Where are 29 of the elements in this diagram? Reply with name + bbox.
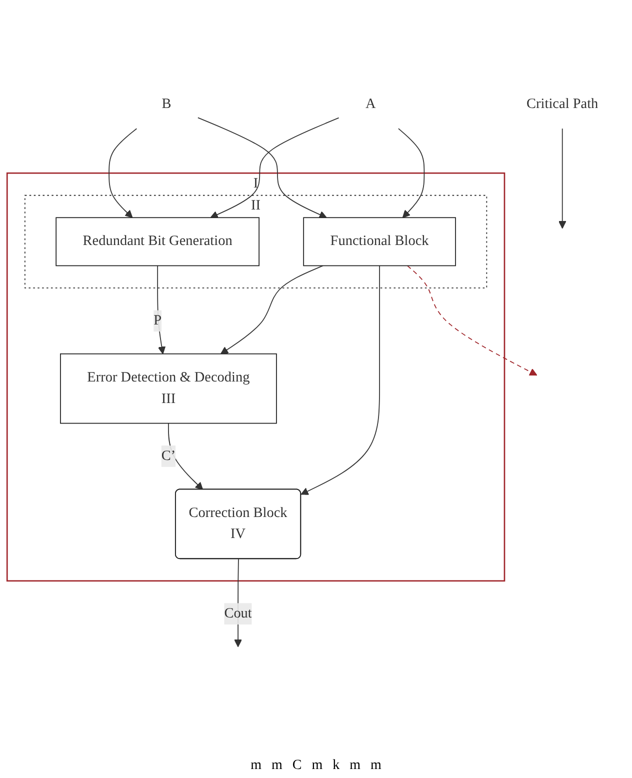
node-text: B — [162, 96, 172, 112]
cluster — [24, 194, 488, 288]
bus-width-label: m — [250, 758, 262, 774]
block-diagram: I II P C’ Cout B A Critical Path Redundant Bit Generation Functional Block Error Detection & Decoding III Correction Block IV — [0, 0, 632, 754]
node-box — [303, 217, 456, 266]
bus-width-label: m — [350, 758, 360, 774]
node-text: A — [365, 96, 376, 112]
edge-label: P — [154, 312, 162, 328]
arrow — [198, 117, 327, 218]
edge-label: C’ — [161, 448, 176, 464]
bus-width-label: m — [271, 758, 282, 774]
node-text: Critical Path — [526, 96, 598, 112]
arrow — [108, 128, 138, 218]
arrow — [157, 265, 166, 354]
cluster — [6, 172, 506, 582]
node-box — [60, 353, 277, 424]
arrow — [210, 117, 340, 218]
arrow — [398, 128, 425, 218]
arrow — [220, 265, 324, 354]
arrow — [558, 128, 566, 229]
edge-label: Cout — [224, 606, 252, 621]
bus-width-label: C — [292, 758, 302, 774]
bus-width-label: m — [370, 758, 382, 774]
arrow — [300, 265, 380, 495]
arrow — [406, 265, 538, 376]
bus-width-label: k — [332, 758, 340, 774]
arrow — [168, 422, 204, 490]
node-box — [56, 217, 260, 266]
bus-width-label: m — [312, 758, 323, 774]
